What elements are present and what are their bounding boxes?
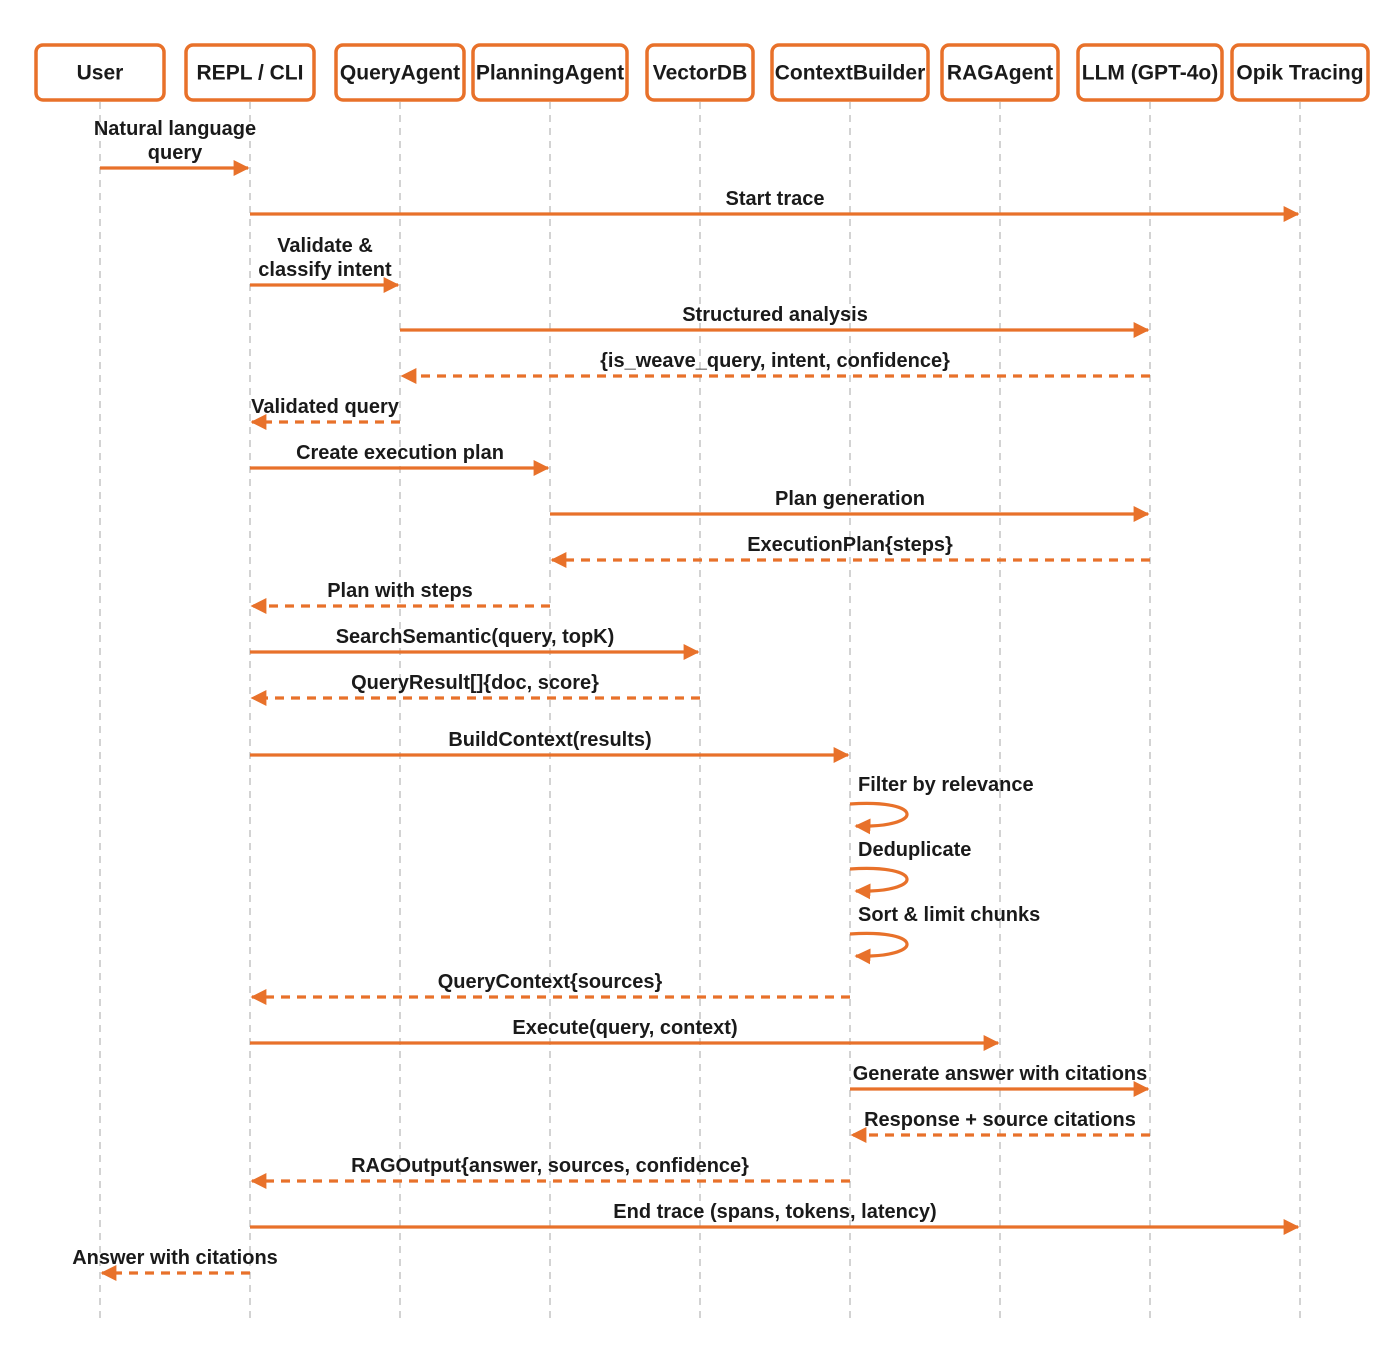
- message-22: End trace (spans, tokens, latency): [250, 1201, 1300, 1235]
- participant-box: [184, 43, 316, 102]
- participant-box: [940, 43, 1060, 102]
- message-17: QueryContext{sources}: [250, 971, 850, 1005]
- participant-label: User: [77, 62, 124, 85]
- message-label: Response + source citations: [864, 1109, 1136, 1131]
- participant-label: PlanningAgent: [476, 62, 624, 85]
- message-23: Answer with citations: [72, 1247, 278, 1281]
- message-label: {is_weave_query, intent, confidence}: [600, 350, 950, 372]
- message-label: Create execution plan: [296, 442, 504, 464]
- message-11: SearchSemantic(query, topK): [250, 626, 700, 660]
- participant-label: REPL / CLI: [197, 62, 304, 85]
- message-label: Generate answer with citations: [853, 1063, 1148, 1085]
- participant-label: ContextBuilder: [775, 62, 926, 85]
- participant-user: User: [34, 43, 166, 102]
- message-label: Deduplicate: [858, 839, 971, 861]
- message-20: Response + source citations: [850, 1109, 1150, 1143]
- message-6: Validated query: [250, 396, 400, 430]
- message-label: Execute(query, context): [512, 1017, 737, 1039]
- message-label: QueryResult[]{doc, score}: [351, 672, 599, 694]
- participant-planning: PlanningAgent: [471, 43, 629, 102]
- participant-query: QueryAgent: [334, 43, 466, 102]
- participant-label: VectorDB: [653, 62, 748, 85]
- message-19: Generate answer with citations: [850, 1063, 1150, 1097]
- participant-vectordb: VectorDB: [645, 43, 755, 102]
- self-message-arrow: [849, 931, 909, 965]
- self-message-arrow: [849, 801, 909, 835]
- message-12: QueryResult[]{doc, score}: [250, 672, 700, 706]
- participant-label: QueryAgent: [340, 62, 460, 85]
- message-label: Sort & limit chunks: [858, 904, 1040, 926]
- participant-box: [770, 43, 930, 102]
- message-label: Plan with steps: [327, 580, 473, 602]
- message-2: Start trace: [250, 188, 1300, 222]
- message-label: RAGOutput{answer, sources, confidence}: [351, 1155, 749, 1177]
- participant-context: ContextBuilder: [770, 43, 930, 102]
- message-label: Validated query: [251, 396, 400, 418]
- message-14: Filter by relevance: [849, 774, 1034, 835]
- message-label: End trace (spans, tokens, latency): [613, 1201, 936, 1223]
- message-15: Deduplicate: [849, 839, 971, 900]
- message-21: RAGOutput{answer, sources, confidence}: [250, 1155, 850, 1189]
- message-label: Answer with citations: [72, 1247, 278, 1269]
- message-label: SearchSemantic(query, topK): [336, 626, 615, 648]
- message-10: Plan with steps: [250, 580, 550, 614]
- message-9: ExecutionPlan{steps}: [550, 534, 1150, 568]
- message-label: Plan generation: [775, 488, 925, 510]
- participant-box: [471, 43, 629, 102]
- message-label: BuildContext(results): [448, 729, 651, 751]
- message-8: Plan generation: [550, 488, 1150, 522]
- message-label: Structured analysis: [682, 304, 868, 326]
- message-5: {is_weave_query, intent, confidence}: [400, 350, 1150, 384]
- participant-box: [1076, 43, 1224, 102]
- message-label: ExecutionPlan{steps}: [747, 534, 953, 556]
- participant-box: [1230, 43, 1370, 102]
- message-label: Start trace: [726, 188, 825, 210]
- participant-rag: RAGAgent: [940, 43, 1060, 102]
- message-3: Validate &classify intent: [250, 235, 400, 293]
- message-4: Structured analysis: [400, 304, 1150, 338]
- message-label: Filter by relevance: [858, 774, 1034, 796]
- participant-label: LLM (GPT-4o): [1082, 62, 1218, 85]
- message-label: Validate &classify intent: [258, 235, 392, 281]
- participant-box: [645, 43, 755, 102]
- participant-label: RAGAgent: [947, 62, 1053, 85]
- participant-repl: REPL / CLI: [184, 43, 316, 102]
- participant-box: [334, 43, 466, 102]
- message-13: BuildContext(results): [250, 729, 850, 763]
- message-16: Sort & limit chunks: [849, 904, 1040, 965]
- participant-opik: Opik Tracing: [1230, 43, 1370, 102]
- participant-llm: LLM (GPT-4o): [1076, 43, 1224, 102]
- message-label: QueryContext{sources}: [438, 971, 663, 993]
- message-7: Create execution plan: [250, 442, 550, 476]
- participant-label: Opik Tracing: [1236, 62, 1363, 85]
- participant-box: [34, 43, 166, 102]
- self-message-arrow: [849, 866, 909, 900]
- message-18: Execute(query, context): [250, 1017, 1000, 1051]
